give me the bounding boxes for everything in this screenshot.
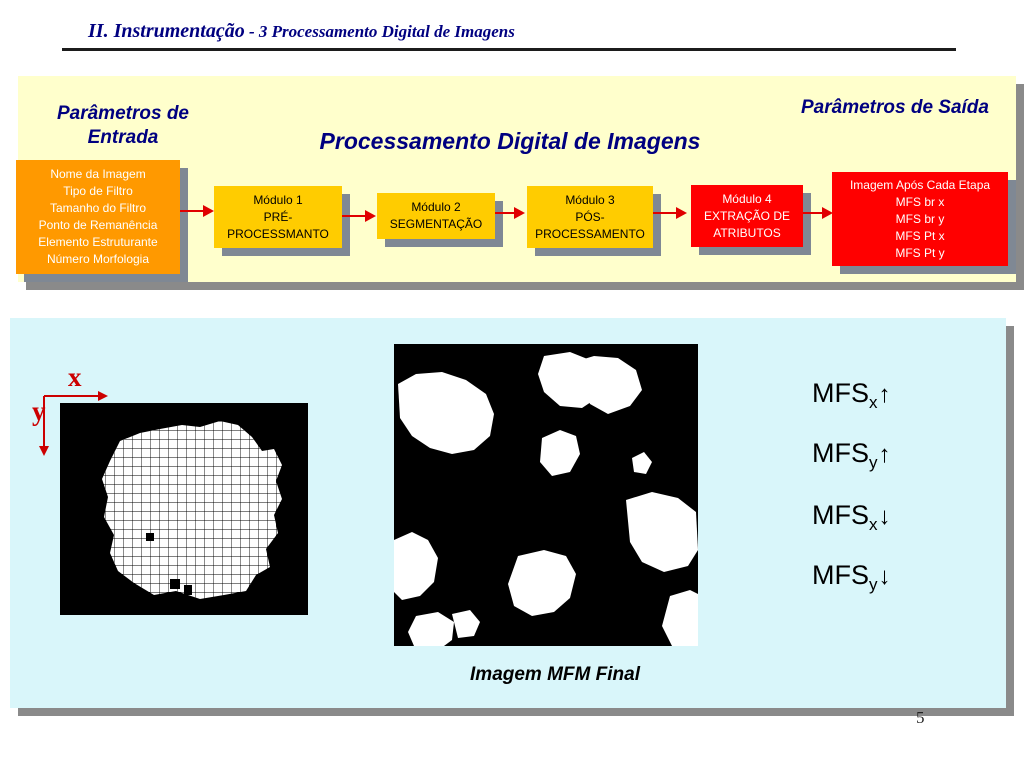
output-param-line: MFS Pt x [895, 228, 945, 243]
flow-arrow-icon [822, 207, 833, 219]
module-3-box: Módulo 3 PÓS- PROCESSAMENTO [527, 186, 653, 248]
image-caption: Imagem MFM Final [470, 664, 640, 685]
mfs-base: MFS [812, 438, 869, 468]
arrow-up-icon: ↑ [878, 441, 891, 468]
flow-arrow-line [180, 210, 204, 212]
input-param-line: Nome da Imagem [50, 167, 146, 181]
header-title-sub: - 3 Processamento Digital de Imagens [244, 22, 515, 41]
flow-arrow-icon [514, 207, 525, 219]
page-number: 5 [916, 708, 925, 727]
output-params-box: Imagem Após Cada Etapa MFS br x MFS br y… [832, 172, 1008, 266]
module-3-line: PROCESSAMENTO [535, 226, 645, 241]
axis-x-label: x [68, 362, 82, 392]
mfs-sub: x [869, 393, 878, 412]
input-params-title: Parâmetros de Entrada [56, 103, 189, 148]
module-2-box: Módulo 2 SEGMENTAÇÃO [377, 193, 495, 239]
module-4-line: ATRIBUTOS [713, 225, 781, 240]
output-param-line: MFS Pt y [895, 245, 945, 260]
arrow-up-icon: ↑ [878, 381, 891, 408]
input-params-box: Nome da Imagem Tipo de Filtro Tamanho do… [16, 160, 180, 274]
arrow-down-icon: ↓ [878, 503, 891, 530]
mfs-base: MFS [812, 500, 869, 530]
mfs-sub: y [869, 453, 878, 472]
flow-arrow-icon [365, 210, 376, 222]
process-title: Processamento Digital de Imagens [319, 128, 701, 154]
output-params-title: Parâmetros de Saída [801, 97, 989, 118]
flow-arrow-line [495, 212, 515, 214]
header-divider [62, 48, 956, 51]
gridded-particle-image [60, 403, 308, 615]
module-4-box: Módulo 4 EXTRAÇÃO DE ATRIBUTOS [691, 185, 803, 247]
input-param-line: Elemento Estruturante [38, 235, 158, 249]
input-param-line: Ponto de Remanência [38, 218, 158, 232]
output-param-line: Imagem Após Cada Etapa [849, 177, 991, 192]
mfs-label-x-down: MFSx↓ [812, 500, 891, 535]
mfs-base: MFS [812, 378, 869, 408]
module-1-line: PRÉ- [263, 209, 293, 224]
module-1-line: PROCESSMANTO [227, 226, 329, 241]
axis-arrows-icon [39, 391, 108, 456]
mfs-sub: y [869, 575, 878, 594]
flow-arrow-line [653, 212, 677, 214]
mfs-label-y-down: MFSy↓ [812, 560, 891, 595]
mfs-sub: x [869, 515, 878, 534]
mfs-label-x-up: MFSx↑ [812, 378, 891, 413]
flow-arrow-line [342, 215, 366, 217]
flow-arrow-line [803, 212, 823, 214]
input-param-line: Tamanho do Filtro [49, 201, 147, 215]
module-4-line: EXTRAÇÃO DE [703, 208, 790, 223]
mfs-label-y-up: MFSy↑ [812, 438, 891, 473]
output-param-line: MFS br x [895, 194, 945, 209]
module-2-line: SEGMENTAÇÃO [389, 217, 483, 231]
module-1-box: Módulo 1 PRÉ- PROCESSMANTO [214, 186, 342, 248]
header-title-main: II. Instrumentação [88, 20, 245, 42]
mfs-base: MFS [812, 560, 869, 590]
header-title: II. Instrumentação - 3 Processamento Dig… [88, 20, 515, 43]
module-4-line: Módulo 4 [722, 191, 772, 206]
module-3-line: Módulo 3 [565, 192, 615, 207]
module-2-line: Módulo 2 [411, 200, 461, 214]
flow-arrow-icon [203, 205, 214, 217]
output-param-line: MFS br y [895, 211, 945, 226]
input-param-line: Tipo de Filtro [63, 184, 133, 198]
module-3-line: PÓS- [575, 209, 605, 224]
mfm-final-image [394, 344, 698, 646]
arrow-down-icon: ↓ [878, 563, 891, 590]
input-param-line: Número Morfologia [46, 252, 150, 266]
axis-y-label: y [32, 396, 46, 426]
flow-arrow-icon [676, 207, 687, 219]
module-1-line: Módulo 1 [253, 192, 303, 207]
